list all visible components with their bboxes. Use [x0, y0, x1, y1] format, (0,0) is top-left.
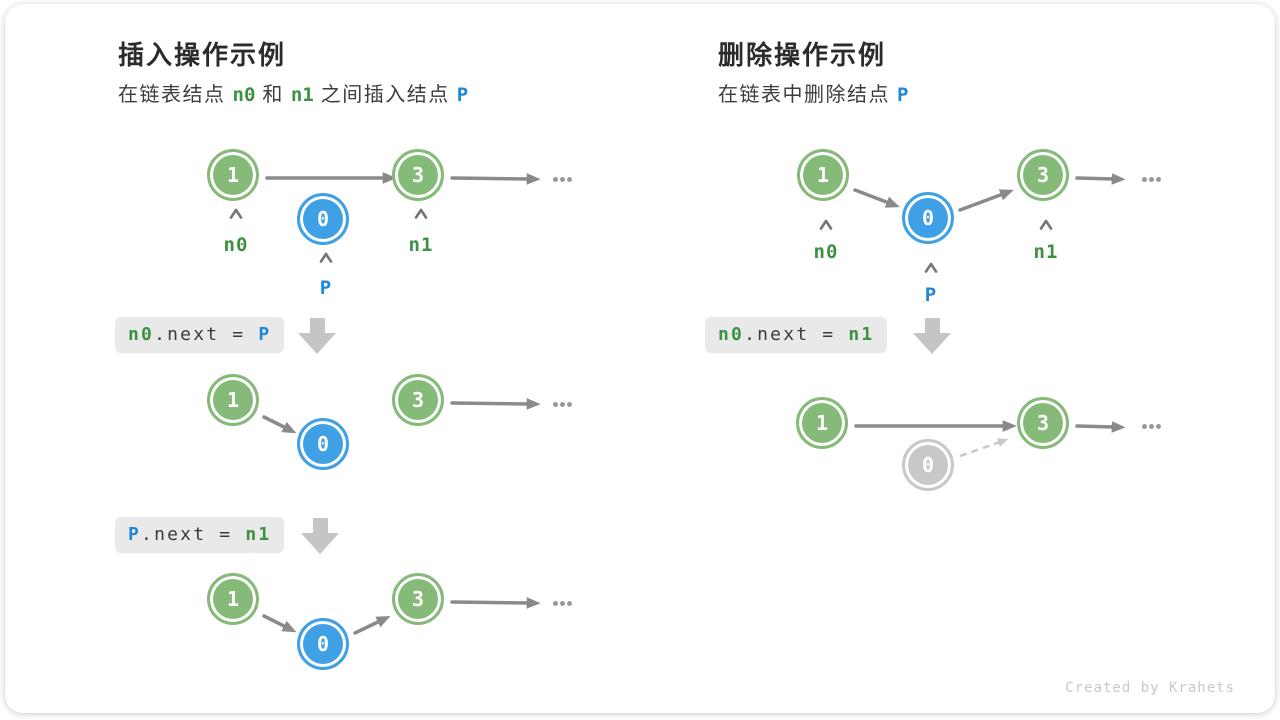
subtitle-text: 在链表中删除结点 — [718, 84, 890, 106]
caret-up-icon — [924, 262, 938, 273]
list-node-3: 3 — [392, 374, 444, 426]
caret-up-icon — [414, 208, 428, 219]
insert-subtitle: 在链表结点 n0 和 n1 之间插入结点 P — [118, 83, 475, 107]
pointer-label-n1: n1 — [1033, 241, 1059, 263]
caret-up-icon — [319, 252, 333, 263]
ellipsis-icon — [1142, 424, 1161, 429]
list-node-p: 0 — [297, 418, 349, 470]
pointer-label-n1: n1 — [408, 234, 434, 256]
code-token: P — [128, 524, 142, 545]
card-background — [5, 4, 1275, 713]
delete-title: 删除操作示例 — [718, 40, 887, 70]
code-token: n0 — [718, 324, 745, 345]
delete-subtitle: 在链表中删除结点 P — [718, 83, 915, 107]
list-node-3: 3 — [1017, 397, 1069, 449]
subtitle-token-p: P — [897, 84, 909, 106]
pointer-label-n0: n0 — [813, 241, 839, 263]
caret-up-icon — [229, 208, 243, 219]
subtitle-text: 在链表结点 — [118, 84, 226, 106]
down-arrow-icon — [301, 518, 339, 554]
list-node-1: 1 — [207, 149, 259, 201]
ellipsis-icon — [553, 177, 572, 182]
ellipsis-icon — [1142, 177, 1161, 182]
code-box-insert-step2: P.next = n1 — [115, 517, 285, 553]
list-node-1: 1 — [207, 573, 259, 625]
pointer-label-p: P — [319, 277, 333, 299]
code-box-delete-step1: n0.next = n1 — [705, 317, 888, 353]
credit-text: Created by Krahets — [1065, 680, 1235, 696]
list-node-3: 3 — [1017, 149, 1069, 201]
code-token: .next = — [141, 524, 246, 545]
code-box-insert-step1: n0.next = P — [115, 317, 285, 353]
down-arrow-icon — [913, 318, 951, 354]
code-token: n1 — [848, 324, 875, 345]
list-node-p: 0 — [297, 193, 349, 245]
code-token: .next = — [154, 324, 259, 345]
down-arrow-icon — [298, 318, 336, 354]
subtitle-token-n1: n1 — [290, 84, 314, 106]
list-node-p: 0 — [902, 192, 954, 244]
insert-title: 插入操作示例 — [118, 40, 287, 70]
list-node-3: 3 — [392, 573, 444, 625]
list-node-3: 3 — [392, 149, 444, 201]
subtitle-text: 和 — [262, 84, 284, 106]
ellipsis-icon — [553, 601, 572, 606]
list-node-1: 1 — [797, 149, 849, 201]
subtitle-text: 之间插入结点 — [320, 84, 450, 106]
caret-up-icon — [1039, 219, 1053, 230]
pointer-label-p: P — [924, 284, 938, 306]
caret-up-icon — [819, 219, 833, 230]
pointer-label-n0: n0 — [223, 234, 249, 256]
list-node-1: 1 — [207, 374, 259, 426]
ellipsis-icon — [553, 402, 572, 407]
list-node-p-removed: 0 — [902, 439, 954, 491]
list-node-p: 0 — [297, 618, 349, 670]
subtitle-token-n0: n0 — [232, 84, 256, 106]
list-node-1: 1 — [796, 397, 848, 449]
code-token: n1 — [245, 524, 272, 545]
code-token: P — [258, 324, 272, 345]
code-token: .next = — [744, 324, 849, 345]
subtitle-token-p: P — [456, 84, 469, 106]
code-token: n0 — [128, 324, 155, 345]
